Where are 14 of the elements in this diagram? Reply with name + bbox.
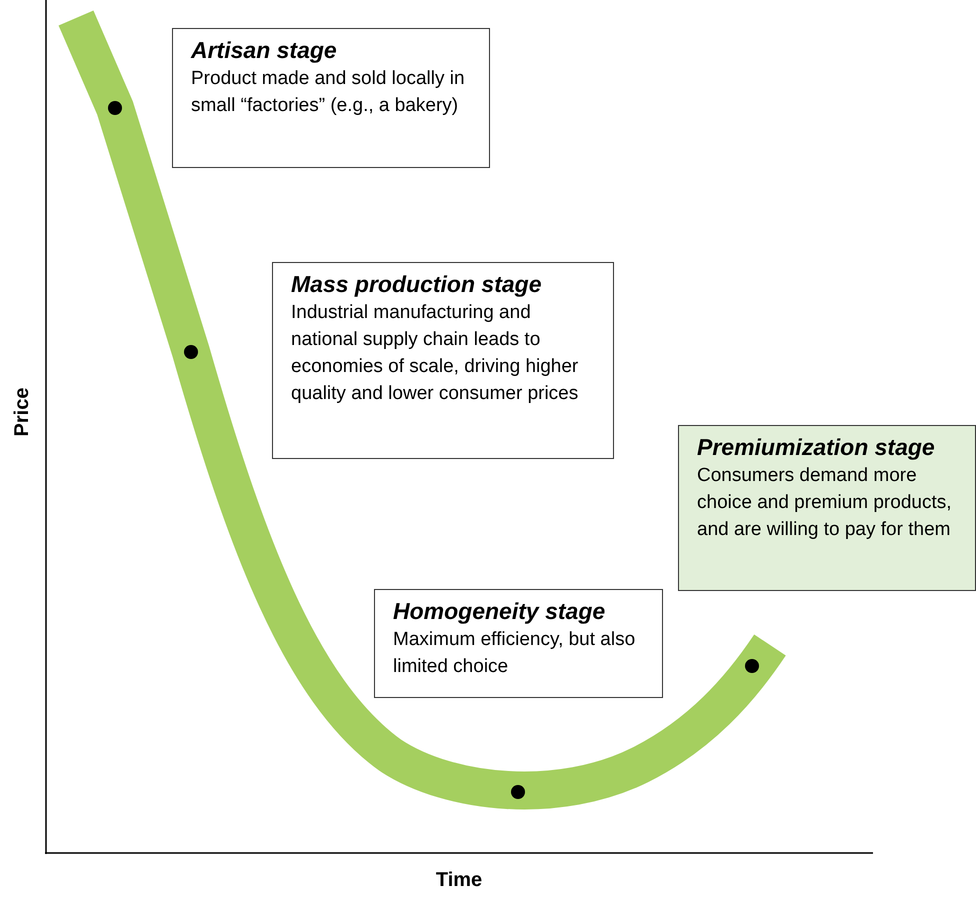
stage-box bbox=[172, 28, 490, 168]
stage-description: Product made and sold locally in small “factories” (e.g., a bakery) bbox=[191, 67, 466, 118]
y-axis-label: Price bbox=[10, 388, 34, 436]
stage-box bbox=[272, 262, 614, 459]
stage-description: Industrial manufacturing and national supply chain leads to economies of scale, driving higher quality and lower consumer prices bbox=[291, 301, 580, 406]
stage-box bbox=[374, 589, 663, 698]
stage-box bbox=[678, 425, 976, 591]
stage-title: Homogeneity stage bbox=[393, 597, 606, 626]
stage-title: Premiumization stage bbox=[697, 433, 936, 462]
stage-description: Maximum efficiency, but also limited choice bbox=[393, 628, 636, 679]
x-axis-label: Time bbox=[436, 868, 482, 893]
stage-title: Mass production stage bbox=[291, 270, 542, 299]
stage-title: Artisan stage bbox=[191, 36, 338, 65]
stage-description: Consumers demand more choice and premium products, and are willing to pay for them bbox=[697, 464, 953, 542]
